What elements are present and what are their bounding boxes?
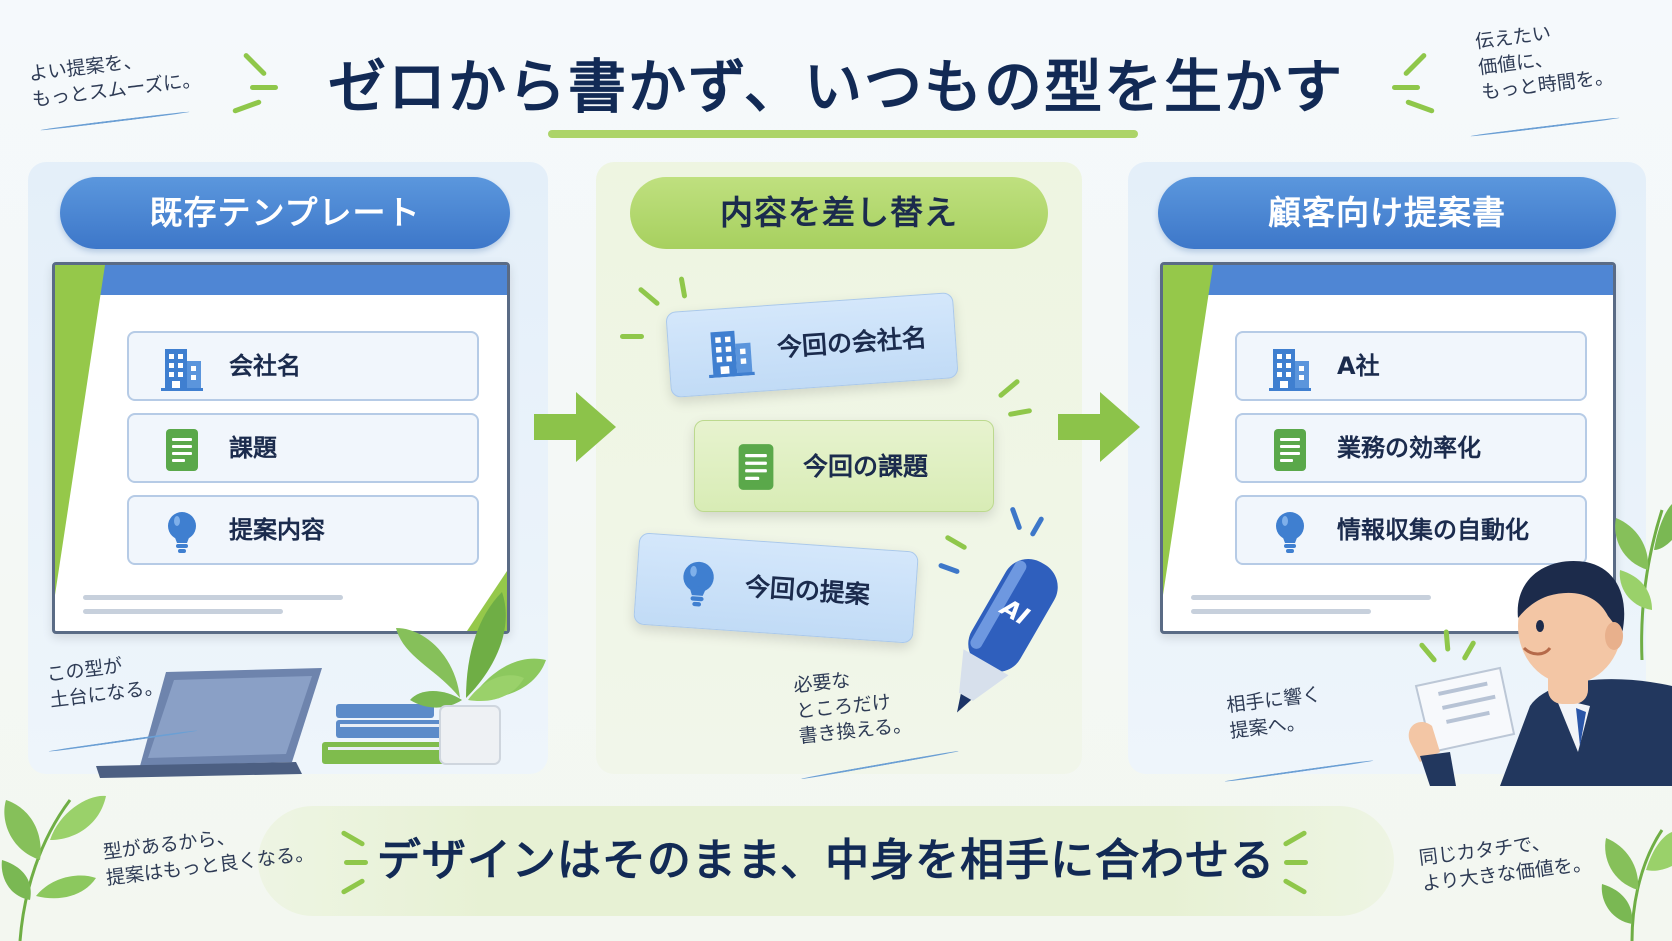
building-icon — [159, 345, 205, 391]
proposal-row-issue: 業務の効率化 — [1235, 413, 1587, 483]
template-row-proposal: 提案内容 — [127, 495, 479, 565]
proposal-document: A社 業務の効率化 情報収集の自動化 — [1160, 262, 1616, 634]
card-label: 今回の課題 — [803, 452, 929, 481]
businessman-illustration — [1408, 560, 1672, 786]
template-row-company: 会社名 — [127, 331, 479, 401]
note-top-right: 伝えたい 価値に、 もっと時間を。 — [1473, 22, 1615, 105]
proposal-row-company: A社 — [1235, 331, 1587, 401]
page-title: ゼロから書かず、いつもの型を生かす — [328, 53, 1344, 121]
panel-heading-proposal: 顧客向け提案書 — [1158, 177, 1616, 249]
card-label: 今回の会社名 — [776, 323, 928, 363]
document-accent-shape — [1163, 265, 1213, 595]
replace-card-issue: 今回の課題 — [694, 420, 994, 512]
note-panel2: 必要な ところだけ 書き換える。 — [792, 669, 913, 749]
row-label: 情報収集の自動化 — [1337, 516, 1529, 544]
note-bottom-right: 同じカタチで、 より大きな価値を。 — [1417, 831, 1593, 895]
lightbulb-icon — [159, 509, 205, 555]
document-text-line — [1191, 595, 1431, 600]
replace-card-proposal: 今回の提案 — [633, 532, 919, 644]
pen-icon — [957, 559, 1058, 713]
template-document: 会社名 課題 提案内容 — [52, 262, 510, 634]
building-icon — [1267, 345, 1313, 391]
spark-decoration — [1392, 85, 1420, 90]
lightbulb-icon — [671, 557, 724, 610]
row-label: 課題 — [229, 434, 277, 462]
leaf-decoration-icon — [1, 795, 106, 941]
document-text-line — [83, 595, 343, 600]
document-header-bar — [1163, 265, 1613, 295]
spark-decoration — [620, 334, 644, 339]
ai-pen: AI — [920, 540, 1079, 736]
template-row-issue: 課題 — [127, 413, 479, 483]
title-underline — [548, 130, 1138, 138]
row-label: 提案内容 — [229, 516, 325, 544]
row-label: 会社名 — [229, 352, 301, 380]
document-accent-shape — [55, 265, 105, 595]
books-icon — [322, 704, 450, 764]
leaf-decoration-icon — [1615, 504, 1672, 660]
row-label: A社 — [1337, 352, 1380, 380]
laptop-icon — [96, 668, 322, 778]
plant-icon — [396, 592, 546, 765]
document-text-line — [83, 609, 283, 614]
document-icon — [731, 442, 781, 492]
document-icon — [159, 427, 205, 473]
spark-decoration — [344, 860, 368, 865]
spark-decoration — [1284, 860, 1308, 865]
proposal-row-proposal: 情報収集の自動化 — [1235, 495, 1587, 565]
building-icon — [704, 325, 757, 378]
tagline-banner — [258, 806, 1394, 916]
arrow-right-icon — [1058, 392, 1140, 462]
document-icon — [1267, 427, 1313, 473]
leaf-decoration-icon — [1601, 829, 1672, 941]
document-text-line — [1191, 609, 1371, 614]
card-label: 今回の提案 — [744, 571, 871, 610]
spark-decoration — [250, 85, 278, 90]
panel-heading-replace: 内容を差し替え — [630, 177, 1048, 249]
document-header-bar — [55, 265, 507, 295]
lightbulb-icon — [1267, 509, 1313, 555]
panel-heading-template: 既存テンプレート — [60, 177, 510, 249]
tagline-text: デザインはそのまま、中身を相手に合わせる — [376, 835, 1276, 886]
arrow-right-icon — [534, 392, 616, 462]
row-label: 業務の効率化 — [1337, 434, 1481, 462]
